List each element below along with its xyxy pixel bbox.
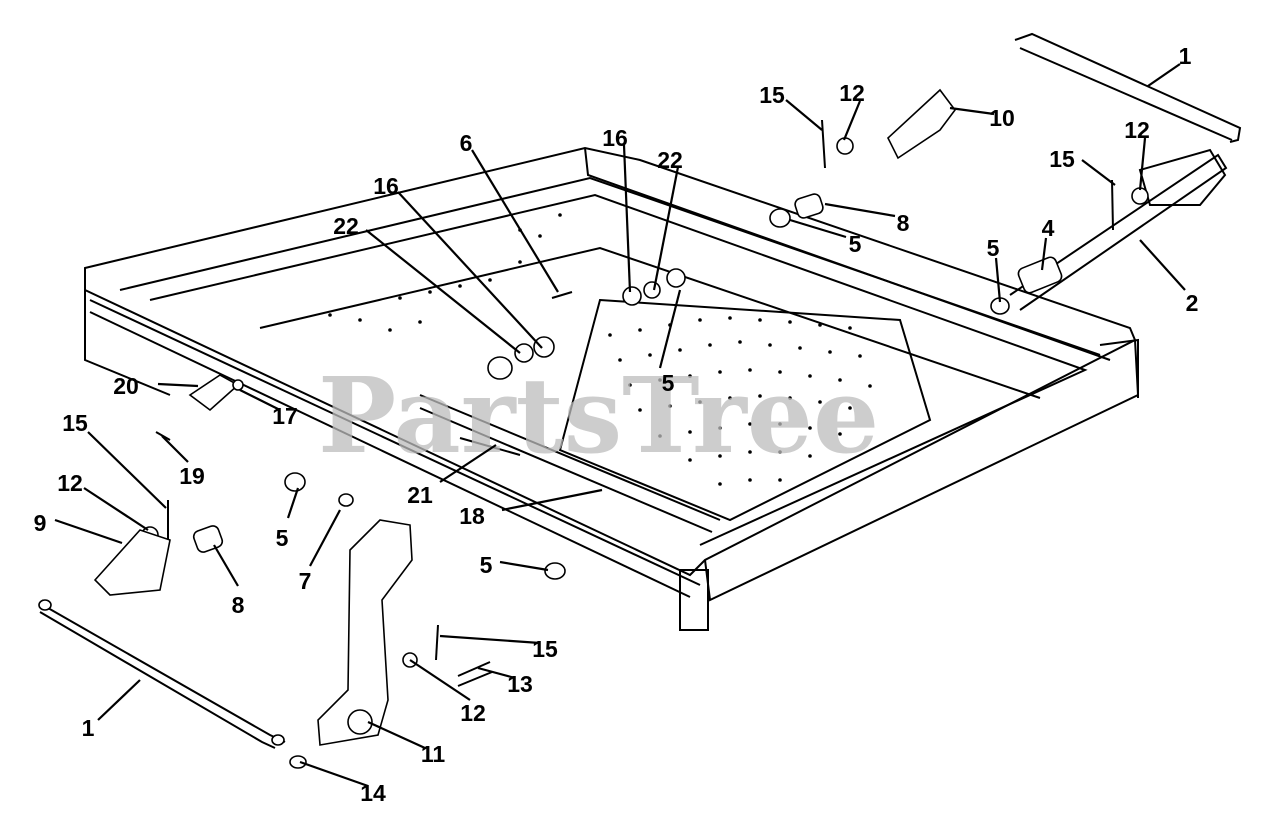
- callout-c5d: 5: [276, 525, 289, 551]
- leader-line-c20: [157, 382, 199, 388]
- leader-line-c5c: [658, 289, 682, 369]
- leader-line-c6: [471, 149, 559, 293]
- leader-line-c12c: [83, 487, 149, 531]
- callout-c10: 10: [989, 105, 1015, 131]
- callout-c22a: 22: [657, 147, 683, 173]
- callout-c20: 20: [113, 373, 139, 399]
- leader-line-c18: [501, 488, 603, 512]
- callout-c5a: 5: [849, 231, 862, 257]
- leader-line-c11: [367, 720, 426, 750]
- leader-line-c16b: [397, 191, 543, 349]
- callout-c2: 2: [1186, 290, 1199, 316]
- leader-line-c5a: [789, 218, 847, 239]
- callout-c15c: 15: [62, 410, 88, 436]
- callout-c21: 21: [407, 482, 433, 508]
- callout-c1a: 1: [1179, 43, 1192, 69]
- callout-c19: 19: [179, 463, 205, 489]
- leader-line-c5b: [994, 257, 1002, 303]
- leader-line-c13: [477, 666, 516, 680]
- leader-line-c15c: [87, 431, 167, 509]
- leader-line-c16a: [622, 144, 632, 293]
- leader-line-c19: [161, 435, 189, 463]
- leader-line-c5d: [286, 487, 300, 519]
- watermark: PartsTree: [318, 354, 879, 477]
- frame-line-art: [38, 32, 1242, 769]
- leader-line-c15b: [1081, 159, 1116, 186]
- leader-line-c22b: [365, 229, 521, 354]
- callout-c8b: 8: [232, 592, 245, 618]
- callout-c13: 13: [507, 671, 533, 697]
- leader-line-c21: [439, 444, 497, 483]
- callout-c7: 7: [299, 568, 312, 594]
- leader-line-c1b: [97, 679, 141, 721]
- callout-c17: 17: [272, 403, 298, 429]
- callout-c12b: 12: [1124, 117, 1150, 143]
- leader-line-c22a: [652, 166, 680, 291]
- leader-line-c7: [309, 509, 341, 567]
- callout-c8a: 8: [897, 210, 910, 236]
- leader-line-c2: [1139, 239, 1186, 291]
- callout-c11: 11: [421, 741, 446, 767]
- leader-lines: [54, 63, 1186, 788]
- leader-line-c9: [54, 518, 123, 545]
- leader-line-c15d: [439, 634, 541, 645]
- callout-c12d: 12: [460, 700, 486, 726]
- callout-c5b: 5: [987, 235, 1000, 261]
- leader-line-c4: [1040, 237, 1048, 271]
- deck-perforations: [328, 213, 872, 486]
- callout-c15b: 15: [1049, 146, 1075, 172]
- callout-c6: 6: [460, 130, 473, 156]
- callout-c9: 9: [34, 510, 47, 536]
- callout-c22b: 22: [333, 213, 359, 239]
- leader-line-c15a: [785, 99, 823, 131]
- callout-c18: 18: [459, 503, 485, 529]
- callout-c12c: 12: [57, 470, 83, 496]
- leader-line-c1a: [1147, 63, 1181, 87]
- leader-line-c12b: [1138, 137, 1147, 191]
- callout-c16a: 16: [602, 125, 628, 151]
- callout-c1b: 1: [82, 715, 95, 741]
- leader-line-c10: [949, 106, 995, 116]
- leader-line-c17: [239, 389, 279, 410]
- leader-line-c12a: [842, 100, 862, 141]
- callout-c16b: 16: [373, 173, 399, 199]
- leader-line-c5e: [499, 560, 549, 572]
- callout-c5c: 5: [662, 370, 675, 396]
- callout-c15a: 15: [759, 82, 785, 108]
- leader-line-c12d: [409, 659, 471, 701]
- callout-c15d: 15: [532, 636, 558, 662]
- leader-line-c14: [299, 760, 369, 788]
- leader-line-c8b: [213, 544, 239, 587]
- callout-c4: 4: [1042, 215, 1055, 241]
- leader-line-c8a: [824, 202, 896, 218]
- callout-c14: 14: [360, 780, 386, 806]
- callout-c5e: 5: [480, 552, 493, 578]
- callout-c12a: 12: [839, 80, 865, 106]
